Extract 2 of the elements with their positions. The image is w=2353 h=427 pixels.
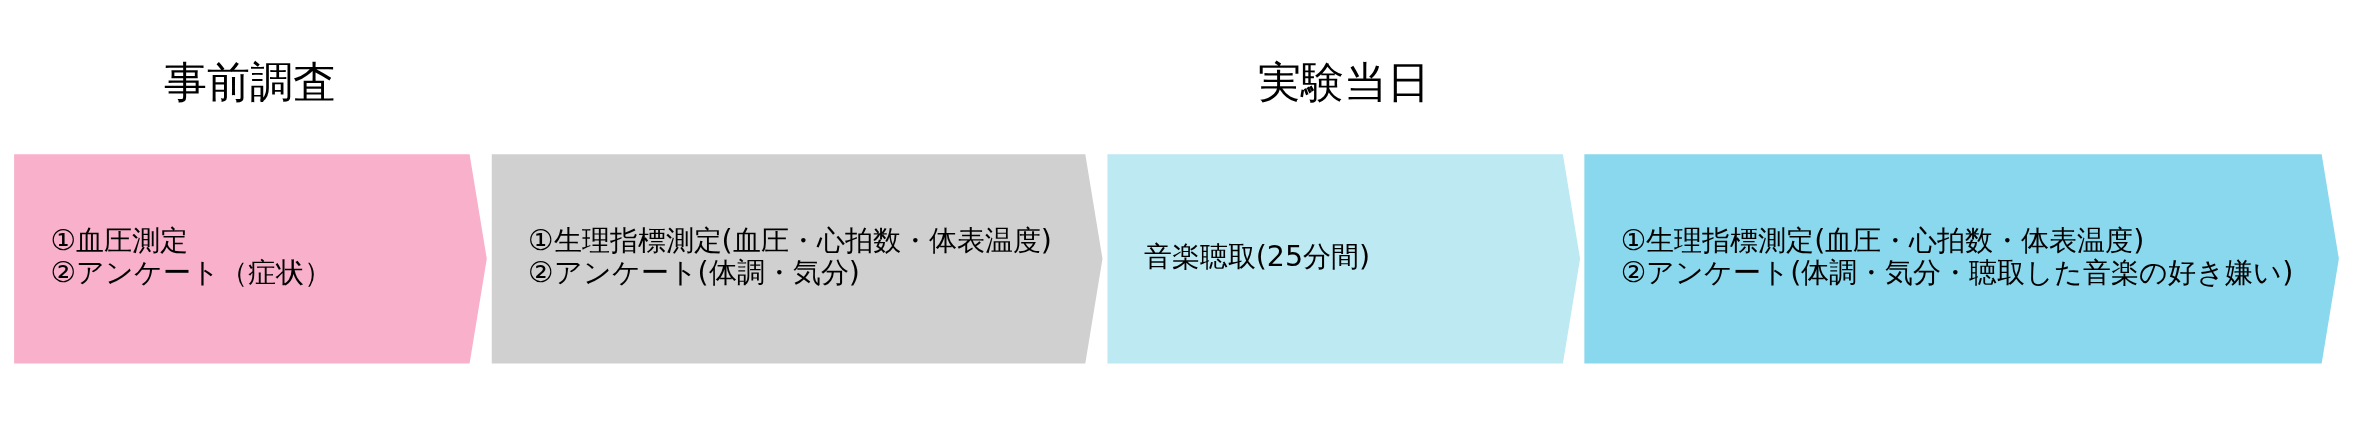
label: 実験当日	[1257, 58, 1430, 106]
label: 事前調査	[164, 58, 337, 106]
